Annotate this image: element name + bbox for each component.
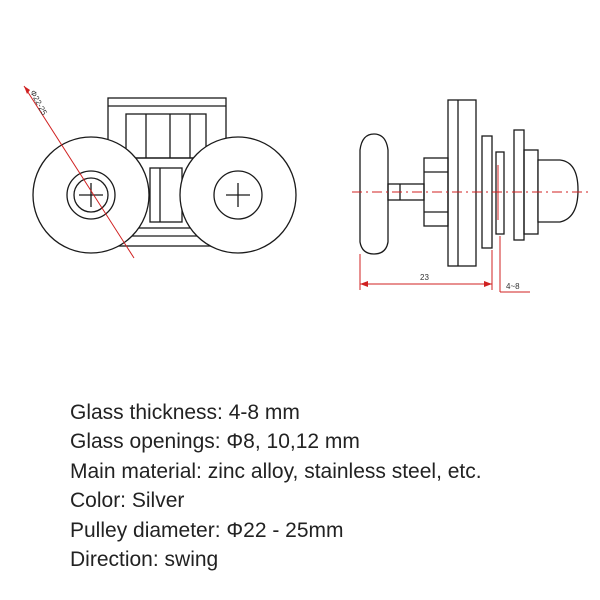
diameter-label: Φ22-25 <box>28 89 49 117</box>
axle-block <box>149 167 183 223</box>
right-wheel-hub <box>213 170 263 220</box>
spec-pulley-diameter: Pulley diameter: Φ22 - 25mm <box>70 518 344 542</box>
bracket-slots <box>125 113 207 159</box>
spec-main-material: Main material: zinc alloy, stainless ste… <box>70 459 482 483</box>
end-cap <box>537 159 579 223</box>
spec-glass-openings: Glass openings: Φ8, 10,12 mm <box>70 430 360 454</box>
front-view <box>32 97 297 254</box>
spec-list: Glass thickness: 4-8 mm Glass openings: … <box>70 398 482 574</box>
technical-drawing: Φ22-25 23 4~8 <box>23 85 590 293</box>
left-wheel-hub <box>66 170 116 220</box>
spec-color: Color: Silver <box>70 489 185 513</box>
spec-direction: Direction: swing <box>70 548 219 572</box>
side-wheel <box>359 133 389 255</box>
spec-glass-thickness: Glass thickness: 4-8 mm <box>70 401 300 424</box>
width-label: 23 <box>420 273 429 282</box>
side-dimensions <box>352 165 590 293</box>
diameter-dimension <box>23 85 135 259</box>
flange <box>447 99 477 267</box>
glass-thickness-label: 4~8 <box>506 282 520 291</box>
clamp-washer <box>513 129 525 241</box>
side-view <box>359 99 579 267</box>
